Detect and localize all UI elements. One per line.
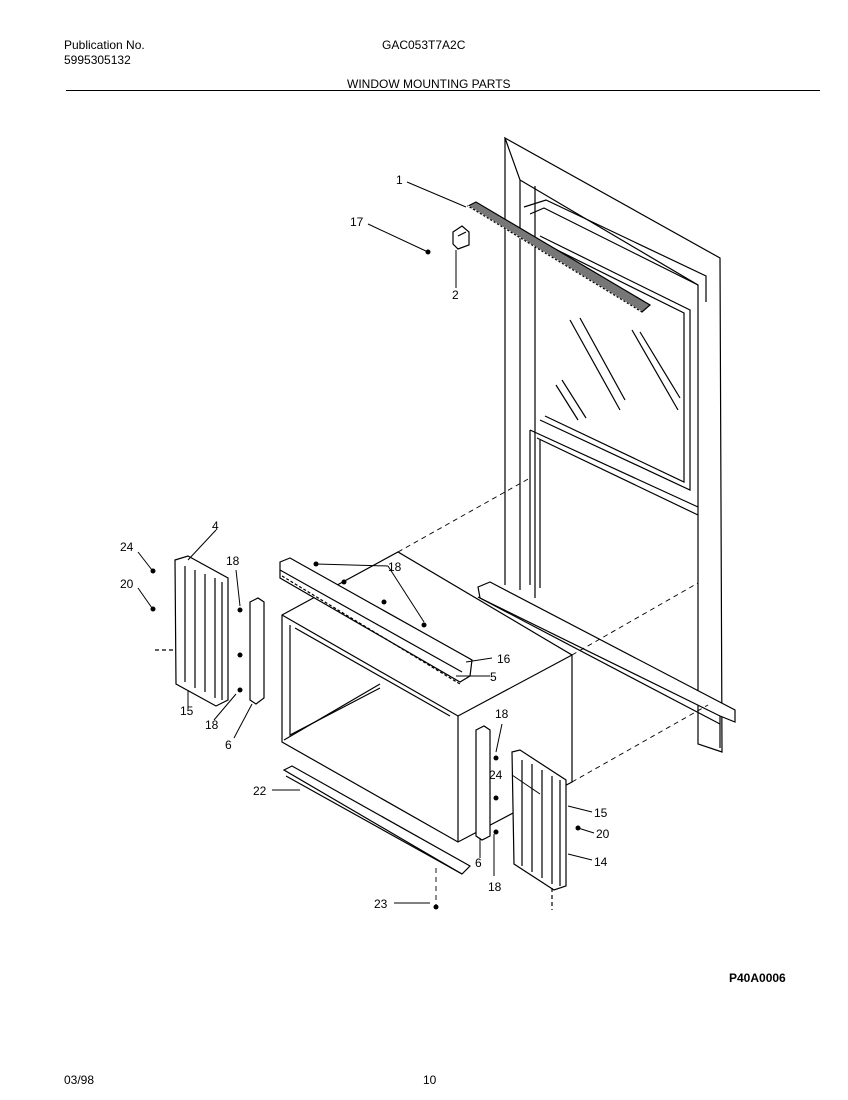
page-number: 10 — [423, 1073, 437, 1087]
callout-18-rail: 18 — [388, 560, 402, 574]
callout-4: 4 — [212, 519, 219, 533]
callout-6-left: 6 — [225, 738, 232, 752]
callout-6-right: 6 — [475, 856, 482, 870]
left-filler-strip — [249, 597, 265, 705]
window-frame — [477, 136, 736, 753]
callout-17: 17 — [350, 215, 364, 229]
callout-18-left-bottom: 18 — [205, 718, 219, 732]
right-filler-strip — [475, 725, 491, 841]
callout-15-right: 15 — [594, 806, 608, 820]
publication-number: 5995305132 — [64, 53, 131, 67]
section-title: WINDOW MOUNTING PARTS — [347, 77, 511, 91]
drawing-code: P40A0006 — [729, 971, 786, 985]
model-number: GAC053T7A2C — [382, 38, 466, 52]
callout-23: 23 — [374, 897, 388, 911]
callout-24-right: 24 — [489, 768, 503, 782]
callout-15-left: 15 — [180, 704, 194, 718]
callout-5: 5 — [490, 670, 497, 684]
alignment-lines — [397, 477, 709, 905]
left-accordion-panel — [155, 555, 229, 707]
cabinet-sleeve — [281, 551, 573, 843]
callout-18-right-top: 18 — [495, 707, 509, 721]
screws — [150, 249, 581, 910]
footer-date: 03/98 — [64, 1073, 95, 1087]
callout-18-left-top: 18 — [226, 554, 240, 568]
right-accordion-panel — [511, 749, 567, 910]
callout-2: 2 — [452, 288, 459, 302]
callout-1: 1 — [396, 173, 403, 187]
callout-20-left: 20 — [120, 577, 134, 591]
callout-14: 14 — [594, 855, 608, 869]
callout-22: 22 — [253, 784, 267, 798]
mounting-bracket — [452, 225, 470, 250]
header-rule — [66, 90, 820, 91]
callout-16: 16 — [497, 652, 511, 666]
publication-label: Publication No. — [64, 38, 145, 52]
callout-20-right: 20 — [596, 827, 610, 841]
callout-18-right-bottom: 18 — [488, 880, 502, 894]
top-seal-strip — [466, 201, 652, 313]
callout-24-left: 24 — [120, 540, 134, 554]
sill-support-rail — [282, 765, 471, 875]
leader-lines — [137, 181, 595, 904]
